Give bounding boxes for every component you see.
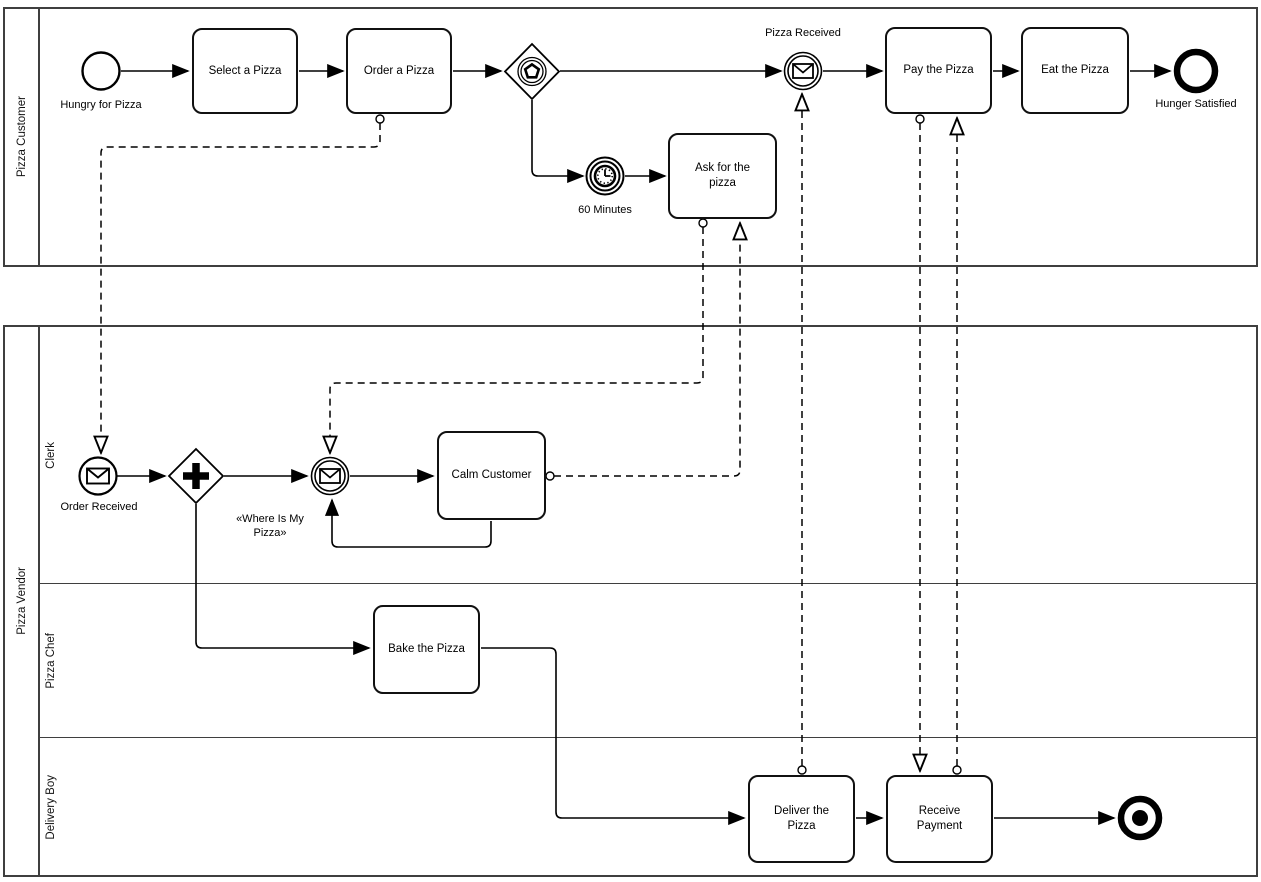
msg-source-dot	[797, 765, 807, 775]
task-label: Ask for the pizza	[695, 162, 750, 189]
terminate-dot	[1132, 810, 1148, 826]
flow-bake-to-deliver	[481, 647, 746, 826]
pool-label-band: Pizza Customer	[5, 9, 40, 265]
msg-calm-to-ask	[554, 224, 740, 477]
task-label: Eat the Pizza	[1041, 64, 1109, 77]
lane-clerk: Clerk	[40, 327, 1256, 584]
pentagon-icon	[523, 62, 541, 79]
label-where-is-my-pizza: «Where Is My Pizza»	[236, 513, 304, 539]
message-flows	[101, 95, 957, 770]
message-flow-sources	[375, 114, 962, 775]
label-hunger-satisfied: Hunger Satisfied	[1155, 98, 1237, 110]
task-label: Order a Pizza	[363, 64, 435, 77]
msg-source-dot	[915, 114, 925, 124]
envelope-icon	[319, 468, 341, 484]
pool-pizza-customer: Pizza Customer	[3, 7, 1258, 267]
message-start-event-order-received[interactable]	[78, 456, 118, 496]
label-order-received: Order Received	[60, 501, 138, 513]
task-eat-the-pizza[interactable]: Eat the Pizza	[1021, 27, 1129, 114]
flow-gateway-to-bake	[195, 504, 371, 656]
message-event-pizza-received[interactable]	[783, 51, 823, 91]
end-event-hunger-satisfied[interactable]	[1173, 48, 1219, 94]
label-hungry-for-pizza: Hungry for Pizza	[60, 99, 142, 111]
envelope-icon	[86, 467, 110, 485]
msg-order-to-order-received	[101, 123, 381, 452]
msg-source-dot	[952, 765, 962, 775]
flow-gateway-to-timer	[531, 100, 585, 184]
task-calm-customer[interactable]: Calm Customer	[437, 431, 546, 520]
msg-source-dot	[698, 218, 708, 228]
pool-label-band: Pizza Vendor	[5, 327, 40, 875]
message-event-where-is-my-pizza[interactable]	[310, 456, 350, 496]
task-label: Pay the Pizza	[903, 64, 974, 77]
envelope-icon	[792, 63, 814, 79]
terminate-end-event[interactable]	[1117, 795, 1163, 841]
sequence-flows	[117, 63, 1172, 826]
task-deliver-the-pizza[interactable]: Deliver the Pizza	[748, 775, 855, 863]
task-label: Bake the Pizza	[388, 643, 465, 656]
task-bake-the-pizza[interactable]: Bake the Pizza	[373, 605, 480, 694]
label-60-minutes: 60 Minutes	[578, 204, 632, 216]
plus-icon	[183, 463, 209, 489]
clock-icon	[593, 164, 617, 188]
msg-ask-to-where-pizza	[330, 227, 704, 452]
event-based-gateway[interactable]	[503, 42, 561, 101]
lane-pizza-chef: Pizza Chef	[40, 584, 1256, 738]
task-ask-for-the-pizza[interactable]: Ask for the pizza	[668, 133, 777, 219]
task-label: Calm Customer	[451, 469, 532, 482]
label-pizza-received: Pizza Received	[765, 27, 841, 39]
flow-calm-loop-to-where-pizza	[324, 498, 492, 548]
timer-event-60-minutes[interactable]	[585, 156, 625, 196]
parallel-gateway[interactable]	[167, 447, 225, 505]
task-label: Receive Payment	[916, 805, 963, 832]
msg-source-dot	[545, 471, 555, 481]
task-label: Deliver the Pizza	[774, 805, 829, 832]
task-select-a-pizza[interactable]: Select a Pizza	[192, 28, 298, 114]
task-order-a-pizza[interactable]: Order a Pizza	[346, 28, 452, 114]
msg-source-dot	[375, 114, 385, 124]
pool-pizza-vendor: Pizza Vendor Clerk Pizza Chef Delivery B…	[3, 325, 1258, 877]
start-event-hungry[interactable]	[81, 51, 121, 91]
task-pay-the-pizza[interactable]: Pay the Pizza	[885, 27, 992, 114]
task-receive-payment[interactable]: Receive Payment	[886, 775, 993, 863]
task-label: Select a Pizza	[208, 64, 282, 77]
